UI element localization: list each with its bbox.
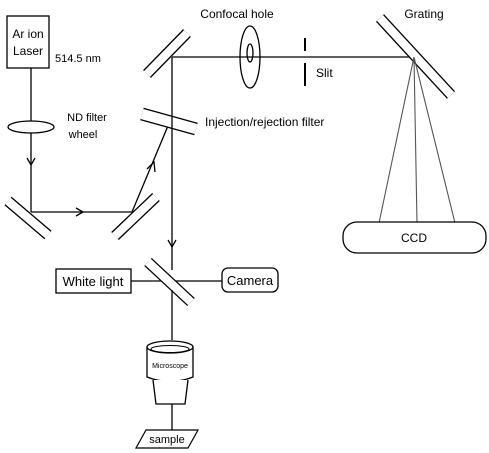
laser-label-line2: Laser [13, 44, 43, 58]
camera-box [221, 267, 279, 293]
confocal-hole-label: Confocal hole [200, 7, 274, 21]
ccd-detector [342, 221, 487, 254]
arrow-laser-down [26, 157, 36, 167]
ccd-label: CCD [401, 231, 427, 245]
beam-diagonal [131, 120, 171, 213]
microscope-objective [146, 340, 194, 405]
arrow-vertical-down [167, 239, 177, 249]
arrow-diagonal [146, 160, 156, 173]
laser-label-line1: Ar ion [12, 27, 43, 41]
laser-box [6, 15, 50, 69]
confocal-hole-aperture [246, 43, 254, 63]
arrow-horizontal [75, 207, 85, 217]
slit-label: Slit [316, 66, 333, 80]
camera-label: Camera [227, 273, 274, 288]
nd-filter-label-line1: ND filter [67, 112, 107, 124]
sample-slide [134, 429, 200, 449]
nd-filter-label-line2: wheel [68, 129, 98, 141]
microscope-label: Microscope [152, 363, 188, 370]
dispersed-ray-left [378, 56, 415, 224]
wavelength-label: 514.5 nm [55, 53, 101, 65]
sample-label: sample [149, 434, 184, 446]
grating-label: Grating [404, 7, 443, 21]
white-light-label: White light [63, 274, 124, 289]
dispersed-ray-center [413, 56, 418, 224]
white-light-box [55, 268, 132, 294]
nd-filter-wheel [7, 120, 55, 134]
injection-filter-label: Injection/rejection filter [205, 115, 324, 129]
dispersed-ray-right [413, 56, 456, 224]
